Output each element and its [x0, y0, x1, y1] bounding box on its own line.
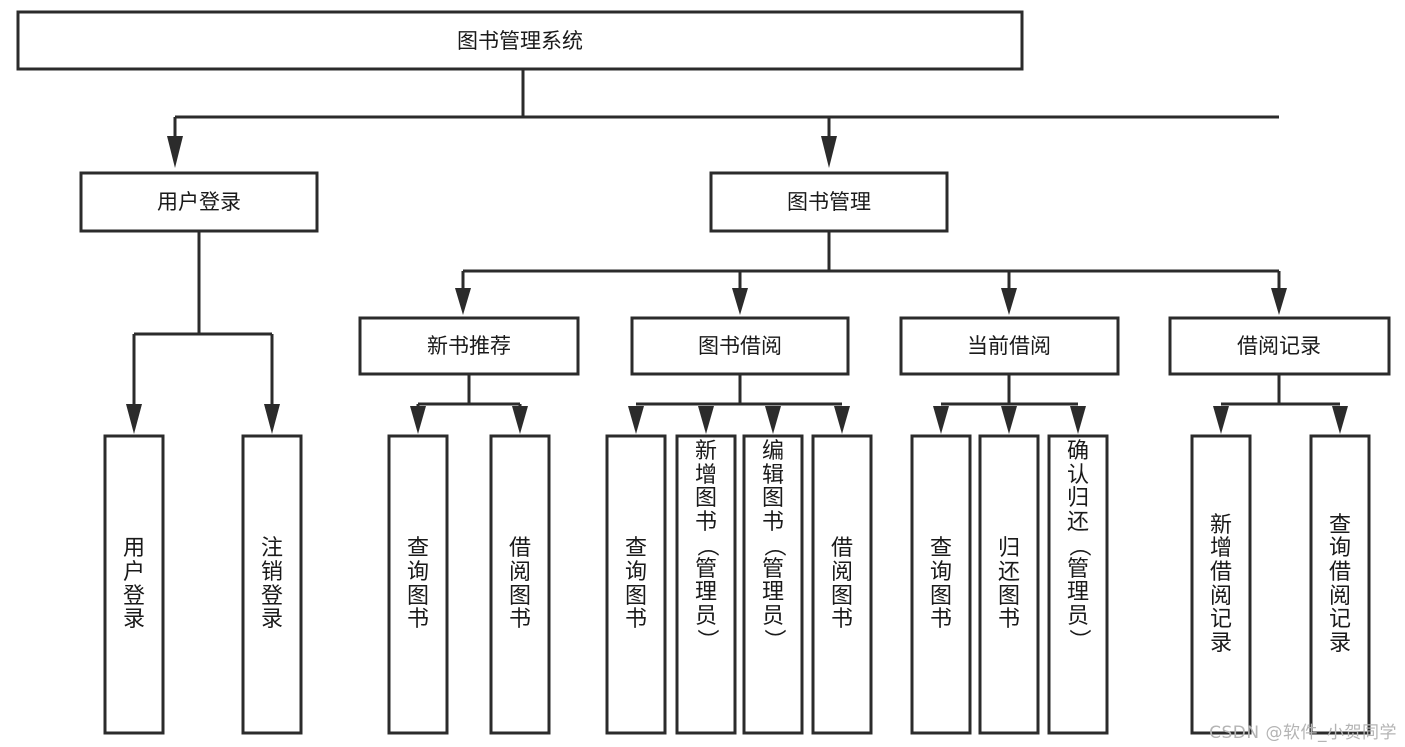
node-label-new-book-recommend: 新书推荐 [427, 334, 511, 358]
edge-group-root [167, 69, 1279, 168]
node-label-current-borrow: 当前借阅 [967, 334, 1051, 358]
node-label-root: 图书管理系统 [457, 29, 583, 53]
arrowhead-current-borrow [1001, 288, 1017, 315]
arrowhead-leaf-user-login [126, 404, 142, 434]
node-box-book-borrow[interactable] [630, 316, 850, 376]
arrowhead-leaf-add-record [1213, 406, 1229, 434]
arrowhead-user-login [167, 136, 183, 168]
arrowhead-borrow-record [1271, 288, 1287, 315]
node-box-leaf-return-book[interactable] [978, 434, 1040, 735]
node-box-new-book-recommend[interactable] [358, 316, 580, 376]
node-box-leaf-borrow-book-2[interactable] [811, 434, 873, 735]
arrowhead-leaf-query-book-2 [628, 406, 644, 434]
arrowhead-book-borrow [732, 288, 748, 315]
arrowhead-leaf-edit-book [765, 406, 781, 434]
node-box-leaf-query-book-3[interactable] [910, 434, 972, 735]
node-box-leaf-query-record[interactable] [1309, 434, 1371, 735]
arrowhead-leaf-query-book-1 [410, 406, 426, 434]
arrowhead-leaf-query-book-3 [933, 406, 949, 434]
node-label-book-manage: 图书管理 [787, 190, 871, 214]
node-box-current-borrow[interactable] [899, 316, 1120, 376]
arrowhead-leaf-query-record [1332, 406, 1348, 434]
node-label-user-login: 用户登录 [157, 190, 241, 214]
arrowhead-leaf-add-book [698, 406, 714, 434]
node-box-leaf-add-book[interactable] [675, 434, 737, 735]
node-label-book-borrow: 图书借阅 [698, 334, 782, 358]
node-box-leaf-edit-book[interactable] [742, 434, 804, 735]
edge-group-new-book-recommend [410, 374, 528, 434]
arrowhead-leaf-borrow-book-1 [512, 406, 528, 434]
arrowhead-leaf-borrow-book-2 [834, 406, 850, 434]
node-box-leaf-query-book-2[interactable] [605, 434, 667, 735]
arrowhead-leaf-return-book [1001, 406, 1017, 434]
node-box-leaf-borrow-book-1[interactable] [489, 434, 551, 735]
node-box-root[interactable] [16, 10, 1024, 71]
node-box-borrow-record[interactable] [1168, 316, 1391, 376]
node-box-leaf-logout-login[interactable] [241, 434, 303, 735]
node-box-user-login[interactable] [79, 171, 319, 233]
node-box-leaf-add-record[interactable] [1190, 434, 1252, 735]
node-box-leaf-query-book-1[interactable] [387, 434, 449, 735]
edge-group-book-manage [455, 232, 1287, 315]
node-box-leaf-confirm-return[interactable] [1047, 434, 1109, 735]
edge-group-current-borrow [933, 374, 1086, 434]
arrowhead-leaf-confirm-return [1070, 406, 1086, 434]
edge-group-user-login [126, 232, 280, 434]
csdn-watermark: CSDN @软件_小贺同学 [1209, 723, 1397, 743]
edge-group-borrow-record [1213, 374, 1348, 434]
arrowhead-leaf-logout-login [264, 404, 280, 434]
arrowhead-new-book-recommend [455, 288, 471, 315]
edge-group-book-borrow [628, 374, 850, 434]
node-box-book-manage[interactable] [709, 171, 949, 233]
arrowhead-book-manage [821, 136, 837, 168]
node-box-leaf-user-login[interactable] [103, 434, 165, 735]
node-label-borrow-record: 借阅记录 [1237, 334, 1321, 358]
